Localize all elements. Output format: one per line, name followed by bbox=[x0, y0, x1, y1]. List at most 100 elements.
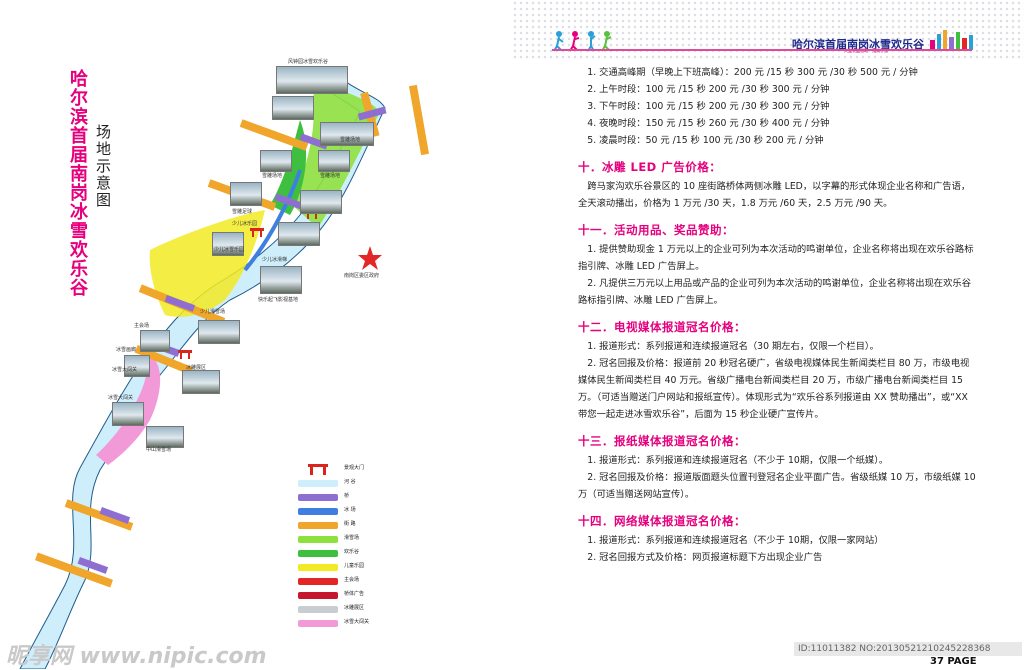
header-divider bbox=[552, 49, 972, 51]
map-label: 冰雕展区 bbox=[186, 365, 207, 371]
section-paragraph: 1. 报道形式：系列报道和连续报道冠名（不少于 10期，仅限一家网站） bbox=[587, 535, 884, 546]
left-page: 哈尔滨首届南岗冰雪欢乐谷 场地示意图 bbox=[0, 0, 512, 669]
photo-thumbnail bbox=[112, 402, 144, 426]
legend-label: 桥体广告 bbox=[344, 591, 365, 597]
legend-label: 冰雪大闯关 bbox=[344, 619, 370, 625]
price-content: 1. 交通高峰期（早晚上下班高峰）：200 元 /15 秒 300 元 /30 … bbox=[578, 64, 978, 566]
legend-item: 景观大门 bbox=[298, 462, 418, 476]
photo-thumbnail bbox=[230, 182, 262, 206]
legend-swatch bbox=[298, 536, 338, 543]
legend-item: 主会场 bbox=[298, 574, 418, 588]
section-paragraph: 1. 报道形式：系列报道和连续报道冠名（不少于 10期，仅限一个纸媒）。 bbox=[587, 455, 889, 466]
photo-thumbnail bbox=[260, 150, 292, 172]
legend-label: 主会场 bbox=[344, 577, 360, 583]
map-label: 主会场 bbox=[134, 323, 150, 329]
photo-thumbnail bbox=[318, 150, 350, 172]
photo-thumbnail bbox=[300, 190, 342, 214]
ice-pass-area bbox=[96, 355, 161, 465]
photo-thumbnail bbox=[124, 355, 150, 377]
map-label: 雪雕场地 bbox=[340, 137, 361, 143]
legend-swatch bbox=[298, 592, 338, 599]
legend-item: 滑雪场 bbox=[298, 532, 418, 546]
price-line: 4. 夜晚时段：150 元 /15 秒 260 元 /30 秒 400 元 / … bbox=[587, 118, 830, 129]
legend-item: 儿童乐园 bbox=[298, 560, 418, 574]
map-label: 雪雕场地 bbox=[262, 173, 283, 179]
road-7 bbox=[64, 499, 134, 531]
map-label: 中山滑雪场 bbox=[146, 447, 172, 453]
map-label: 冰雪画廊 bbox=[116, 347, 137, 353]
legend-item: 冰 场 bbox=[298, 504, 418, 518]
section-heading: 十一．活动用品、奖品赞助： bbox=[578, 223, 734, 237]
legend-swatch bbox=[298, 578, 338, 585]
gate-icon bbox=[308, 464, 328, 475]
legend-item: 街 路 bbox=[298, 518, 418, 532]
road-2 bbox=[408, 84, 430, 156]
header-brand-text: 哈尔滨首届南岗冰雪欢乐谷 bbox=[792, 38, 924, 51]
map-label: 少儿冰滑梯 bbox=[262, 257, 288, 263]
legend-label: 冰 场 bbox=[344, 507, 356, 513]
legend-swatch bbox=[298, 508, 338, 515]
right-page bbox=[512, 0, 1024, 669]
legend-swatch bbox=[298, 550, 338, 557]
map-label: 雪雕场地 bbox=[320, 173, 341, 179]
photo-thumbnail bbox=[146, 426, 184, 448]
price-line: 5. 凌晨时段：50 元 /15 秒 100 元 /30 秒 200 元 / 分… bbox=[587, 135, 824, 146]
price-line: 2. 上午时段：100 元 /15 秒 200 元 /30 秒 300 元 / … bbox=[587, 84, 830, 95]
vertical-title: 哈尔滨首届南岗冰雪欢乐谷 bbox=[70, 69, 88, 299]
photo-thumbnail bbox=[198, 320, 240, 344]
legend-swatch bbox=[298, 564, 338, 571]
price-line: 3. 下午时段：100 元 /15 秒 200 元 /30 秒 300 元 / … bbox=[587, 101, 830, 112]
road-6 bbox=[134, 345, 194, 375]
legend-item: 冰雕展区 bbox=[298, 602, 418, 616]
photo-thumbnail bbox=[320, 122, 374, 146]
legend-label: 景观大门 bbox=[344, 465, 365, 471]
photo-thumbnail bbox=[278, 222, 320, 246]
legend-label: 河 谷 bbox=[344, 479, 356, 485]
map-label: 南岗区委区政府 bbox=[344, 273, 380, 279]
road-3 bbox=[239, 119, 309, 151]
legend-label: 桥 bbox=[344, 493, 350, 499]
site-map bbox=[19, 69, 430, 669]
photo-thumbnail bbox=[182, 370, 220, 394]
road-8 bbox=[35, 552, 113, 588]
legend-label: 街 路 bbox=[344, 521, 356, 527]
legend-swatch bbox=[298, 480, 338, 487]
legend-item: 桥 bbox=[298, 490, 418, 504]
photo-thumbnail bbox=[272, 96, 314, 120]
section-heading: 十．冰雕 LED 广告价格： bbox=[578, 160, 722, 174]
map-label: 风钟园冰雪欢乐谷 bbox=[288, 59, 329, 65]
image-id-bar: ID:11011382 NO:20130521210245228368 bbox=[794, 642, 1022, 656]
photo-thumbnail bbox=[212, 232, 244, 256]
legend-label: 冰雕展区 bbox=[344, 605, 365, 611]
map-label: 冰雪大闯关 bbox=[112, 367, 138, 373]
bridge-7 bbox=[77, 557, 109, 574]
legend-label: 儿童乐园 bbox=[344, 563, 365, 569]
section-heading: 十二．电视媒体报道冠名价格： bbox=[578, 320, 746, 334]
photo-thumbnail bbox=[260, 266, 302, 294]
map-label: 快乐起飞影视基地 bbox=[258, 297, 299, 303]
bridge-6 bbox=[99, 507, 131, 524]
section-paragraph: 2. 冠名回报方式及价格：网页报道标题下方出现企业广告 bbox=[587, 552, 823, 563]
map-label: 少儿冰雪乐园 bbox=[214, 247, 245, 253]
map-label: 少儿冰乐园 bbox=[232, 221, 258, 227]
legend-item: 河 谷 bbox=[298, 476, 418, 490]
section-paragraph: 2. 凡提供三万元以上用品或产品的企业可列为本次活动的鸣谢单位，企业名称将出现在… bbox=[578, 278, 971, 306]
map-label: 冰雪大闯关 bbox=[108, 395, 134, 401]
watermark: 昵享网 www.nipic.com bbox=[6, 644, 267, 669]
section-paragraph: 1. 报道形式：系列报道和连续报道冠名（30 期左右，仅限一个栏目）。 bbox=[587, 341, 879, 352]
map-label: 少儿滑雪场 bbox=[200, 309, 226, 315]
section-paragraph: 跨马家沟欢乐谷景区的 10 座街路桥体两侧冰雕 LED，以字幕的形式体现企业名称… bbox=[578, 181, 971, 209]
section-heading: 十三．报纸媒体报道冠名价格： bbox=[578, 434, 746, 448]
map-label: 雪雕足球 bbox=[232, 209, 253, 215]
river-valley bbox=[19, 69, 386, 669]
photo-thumbnail bbox=[140, 330, 170, 352]
price-line: 1. 交通高峰期（早晚上下班高峰）：200 元 /15 秒 300 元 /30 … bbox=[587, 67, 918, 78]
city-skyline-icon bbox=[930, 30, 973, 50]
legend-swatch bbox=[298, 606, 338, 613]
legend-item: 桥体广告 bbox=[298, 588, 418, 602]
bridge-4 bbox=[164, 295, 196, 312]
photo-thumbnail bbox=[276, 66, 348, 94]
legend-swatch bbox=[298, 494, 338, 501]
government-star-icon bbox=[358, 246, 382, 270]
legend-label: 欢乐谷 bbox=[344, 549, 360, 555]
